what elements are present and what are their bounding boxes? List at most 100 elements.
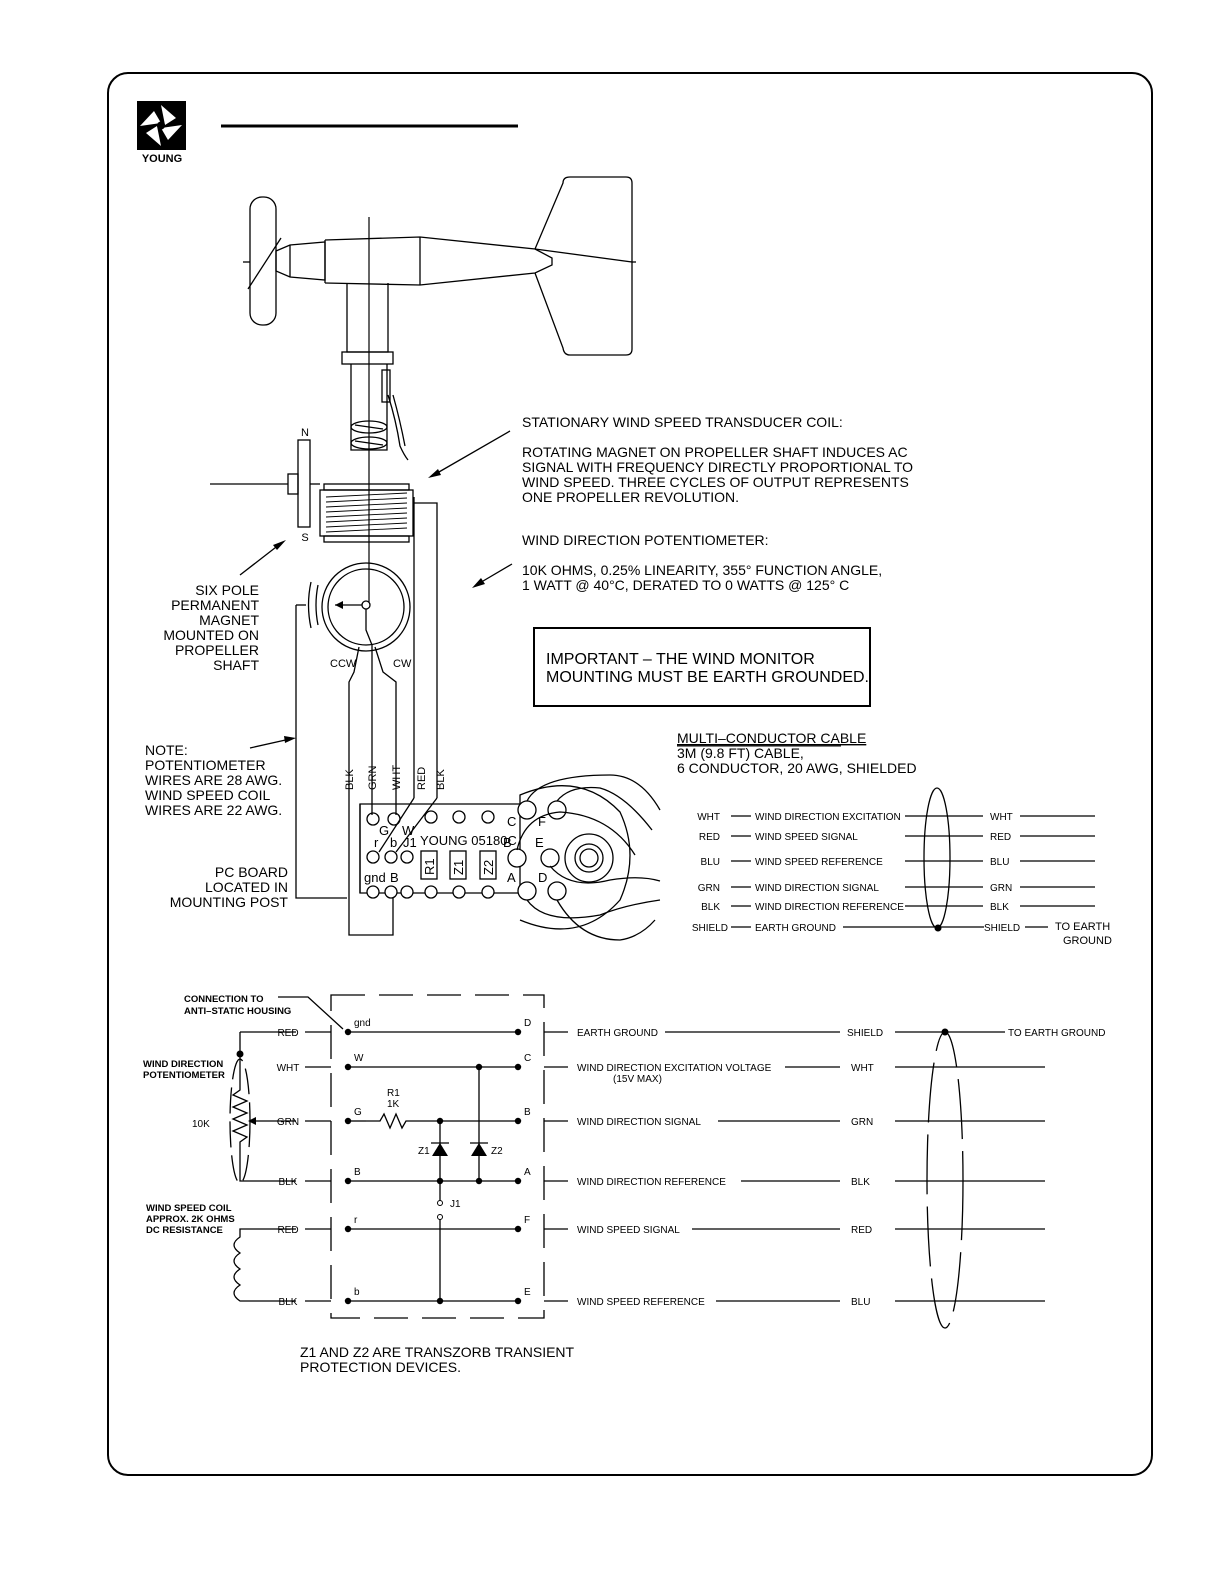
left-pin-label: r — [354, 1215, 358, 1226]
pc-board: R1 Z1 Z2 YOUNG 05180C G W r b J1 gnd B C… — [348, 780, 631, 936]
connector-leads — [516, 774, 661, 941]
pot-desc-1: 10K OHMS, 0.25% LINEARITY, 355° FUNCTION… — [522, 562, 882, 578]
conn-function-label: EARTH GROUND — [755, 923, 836, 934]
left-pin-dot — [344, 1177, 352, 1185]
wire-label-blk: BLK — [344, 769, 356, 790]
right-pin-label: B — [524, 1107, 531, 1118]
pad-b-gnd: B — [390, 870, 399, 885]
right-pin-label: F — [524, 1215, 530, 1226]
pot-title: WIND DIRECTION POTENTIOMETER: — [522, 532, 769, 548]
logo-text: YOUNG — [142, 153, 182, 165]
left-pin-dot — [344, 1117, 352, 1125]
left-pin-label: G — [354, 1107, 362, 1118]
conn-wire-label: GRN — [698, 883, 720, 894]
magnet-line-1: SIX POLE — [195, 582, 259, 598]
coil-title: STATIONARY WIND SPEED TRANSDUCER COIL: — [522, 414, 843, 430]
pad-gnd: gnd — [364, 870, 386, 885]
left-pin-label: gnd — [354, 1018, 371, 1029]
signal-label: WIND DIRECTION SIGNAL — [577, 1117, 701, 1128]
earth-ground-label-2: GROUND — [1063, 935, 1112, 947]
footnote-line-2: PROTECTION DEVICES. — [300, 1359, 461, 1375]
conn-function-label: WIND DIRECTION SIGNAL — [755, 883, 879, 894]
pot-value: 10K — [192, 1119, 210, 1130]
wire-label-blk-2: BLK — [435, 769, 447, 790]
magnet-line-4: MOUNTED ON — [163, 627, 259, 643]
r1-label-1: R1 — [387, 1088, 400, 1099]
z2-label: Z2 — [491, 1146, 503, 1157]
pad-b-right: B — [503, 835, 512, 850]
board-model: YOUNG 05180C — [420, 833, 517, 848]
magnet-callout: SIX POLE PERMANENT MAGNET MOUNTED ON PRO… — [163, 540, 286, 673]
schematic-shield-oval — [926, 1031, 964, 1329]
pad-a: A — [507, 870, 516, 885]
signal-label: WIND DIRECTION REFERENCE — [577, 1177, 726, 1188]
conn-cable-label: WHT — [990, 812, 1013, 823]
pad-g: G — [379, 823, 389, 838]
pcboard-callout: PC BOARD LOCATED IN MOUNTING POST — [170, 864, 289, 910]
signal-label: WIND SPEED SIGNAL — [577, 1225, 680, 1236]
important-notice: IMPORTANT – THE WIND MONITOR MOUNTING MU… — [533, 627, 871, 707]
pad-b-lower: b — [390, 835, 397, 850]
left-wire-label: RED — [277, 1225, 298, 1236]
coil-schematic-label-1: WIND SPEED COIL — [146, 1203, 232, 1214]
coil-desc-3: WIND SPEED. THREE CYCLES OF OUTPUT REPRE… — [522, 474, 909, 490]
north-label: N — [301, 427, 309, 439]
ccw-label: CCW — [330, 658, 357, 670]
left-pin-dot — [344, 1063, 352, 1071]
signal-label: EARTH GROUND — [577, 1028, 658, 1039]
footnote-line-1: Z1 AND Z2 ARE TRANSZORB TRANSIENT — [300, 1344, 575, 1360]
conn-function-label: WIND SPEED SIGNAL — [755, 832, 858, 843]
pot-schematic-label-1: WIND DIRECTION — [143, 1059, 223, 1070]
housing-note-2: ANTI–STATIC HOUSING — [184, 1006, 291, 1017]
wire-label-red: RED — [416, 767, 428, 790]
signal-cable-label: BLU — [851, 1297, 870, 1308]
left-wire-label: RED — [277, 1028, 298, 1039]
connection-table: WHT WIND DIRECTION EXCITATION WHT RED WIND S… — [692, 812, 1095, 934]
signal-cable-label: GRN — [851, 1117, 873, 1128]
note-line-5: WIRES ARE 22 AWG. — [145, 802, 282, 818]
cw-label: CW — [393, 658, 412, 670]
coil-desc-2: SIGNAL WITH FREQUENCY DIRECTLY PROPORTIO… — [522, 459, 913, 475]
signal-cable-label: WHT — [851, 1063, 874, 1074]
component-r1: R1 — [422, 858, 437, 875]
conn-wire-label: BLU — [701, 857, 720, 868]
right-pin-label: D — [524, 1018, 531, 1029]
signal-cable-label: SHIELD — [847, 1028, 883, 1039]
conn-function-label: WIND DIRECTION EXCITATION — [755, 812, 901, 823]
cable-line-1: 3M (9.8 FT) CABLE, — [677, 745, 804, 761]
pcboard-line-1: PC BOARD — [215, 864, 288, 880]
conn-cable-label: SHIELD — [984, 923, 1020, 934]
note-line-3: WIRES ARE 28 AWG. — [145, 772, 282, 788]
left-pin-label: B — [354, 1167, 361, 1178]
signal-cable-label: RED — [851, 1225, 872, 1236]
conn-wire-label: WHT — [697, 812, 720, 823]
component-z2: Z2 — [481, 860, 496, 875]
coil-desc-1: ROTATING MAGNET ON PROPELLER SHAFT INDUC… — [522, 444, 908, 460]
left-pin-dot — [344, 1297, 352, 1305]
left-wire-label: WHT — [277, 1063, 300, 1074]
pot-desc-2: 1 WATT @ 40°C, DERATED TO 0 WATTS @ 125°… — [522, 577, 849, 593]
pad-d: D — [538, 870, 547, 885]
left-wire-label: GRN — [277, 1117, 299, 1128]
coil-schematic-label-2: APPROX. 2K OHMS — [146, 1214, 235, 1225]
z1-label: Z1 — [418, 1146, 430, 1157]
wind-monitor-drawing: N S CCW CW — [210, 176, 636, 899]
conn-function-label: WIND DIRECTION REFERENCE — [755, 902, 904, 913]
left-pin-label: b — [354, 1287, 360, 1298]
schematic: CONNECTION TO ANTI–STATIC HOUSING WIND D… — [143, 994, 964, 1329]
left-wire-label: BLK — [279, 1297, 298, 1308]
conn-wire-label: BLK — [701, 902, 720, 913]
magnet-line-2: PERMANENT — [171, 597, 259, 613]
signal-label: WIND DIRECTION EXCITATION VOLTAGE — [577, 1063, 772, 1074]
pot-callout: WIND DIRECTION POTENTIOMETER: 10K OHMS, … — [472, 532, 882, 593]
magnet-line-3: MAGNET — [199, 612, 259, 628]
coil-schematic-label-3: DC RESISTANCE — [146, 1225, 223, 1236]
right-pin-label: A — [524, 1167, 531, 1178]
conn-cable-label: RED — [990, 832, 1011, 843]
young-logo: YOUNG — [137, 101, 186, 165]
signal-cable-label: BLK — [851, 1177, 870, 1188]
earth-ground-label-1: TO EARTH — [1055, 921, 1110, 933]
conn-cable-label: BLK — [990, 902, 1009, 913]
